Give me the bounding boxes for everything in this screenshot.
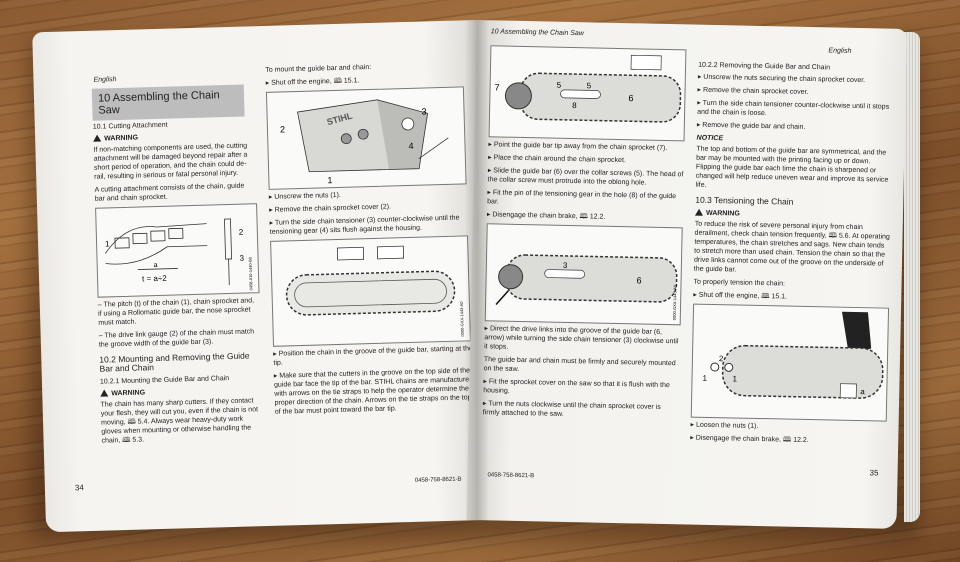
tensioning-diagram: 2 1 1 a xyxy=(702,311,884,399)
footer-code-left: 0458-758-8621-B xyxy=(414,476,462,484)
step-remove-sprocket-cover: Remove the chain sprocket cover. xyxy=(697,86,893,99)
pitch-note: The pitch (t) of the chain (1), chain sp… xyxy=(98,296,259,327)
page-number-right: 35 xyxy=(869,468,879,478)
step-fit-pin: Fit the pin of the tensioning gear in th… xyxy=(487,188,683,210)
chain-on-bar-diagram: 0000-GXX-1443-A0 xyxy=(285,245,465,337)
fig-r1-label-7: 7 xyxy=(494,82,499,92)
warning-label-3: WARNING xyxy=(705,209,740,218)
fig-r3-label-2: 2 xyxy=(719,354,724,363)
fig-r2-label-6: 6 xyxy=(636,275,641,285)
step-fit-sprocket-cover: Fit the sprocket cover on the saw so tha… xyxy=(483,377,679,399)
right-column-1: 7 5 5 6 8 Point the guide bar tip away f… xyxy=(483,42,687,425)
step-place-chain: Place the chain around the chain sprocke… xyxy=(488,153,684,166)
firmly-mounted-note: The guide bar and chain must be firmly a… xyxy=(483,356,676,373)
sprocket-cover-diagram: STIHL 2 3 4 1 xyxy=(280,99,449,185)
section-10-2-2-title: 10.2.2 Removing the Guide Bar and Chain xyxy=(698,61,831,72)
right-page: 10 Assembling the Chain Saw English 7 5 … xyxy=(466,20,907,529)
step-unscrew-cover-nuts: Unscrew the nuts securing the chain spro… xyxy=(698,73,894,86)
fig-label-3: 3 xyxy=(239,254,244,263)
page-stack-edge xyxy=(904,32,920,522)
fig-label-2: 2 xyxy=(239,228,244,237)
fig-r2-code: 0000-GXX-1445-A0 xyxy=(672,284,678,320)
step-check-cutters: Make sure that the cutters in the groove… xyxy=(274,366,475,417)
section-10-2-1-title: 10.2.1 Mounting the Guide Bar and Chain xyxy=(99,375,230,386)
warning-label-2: WARNING xyxy=(111,389,146,398)
step-turn-tensioner-ccw: Turn the side chain tensioner counter-cl… xyxy=(697,99,893,121)
fig1-label-1: 1 xyxy=(327,175,332,185)
tensioning-figure: 2 1 1 a xyxy=(690,303,890,422)
step-position-chain: Position the chain in the groove of the … xyxy=(273,344,473,368)
fig-r3-label-1a: 1 xyxy=(702,374,707,383)
step-disengage-brake-2: Disengage the chain brake, 🕮 12.2. xyxy=(690,434,886,447)
step-slide-bar: Slide the guide bar (6) over the collar … xyxy=(488,166,684,188)
warning-text-3: To reduce the risk of severe personal in… xyxy=(693,220,890,274)
left-column-2: To mount the guide bar and chain: Shut o… xyxy=(265,60,475,420)
fig-r1-label-8: 8 xyxy=(572,101,577,110)
guide-bar-placement-figure: 7 5 5 6 8 xyxy=(488,45,687,142)
mount-lead: To mount the guide bar and chain: xyxy=(265,63,372,74)
fig-r1-label-5a: 5 xyxy=(557,81,562,90)
step-disengage-brake: Disengage the chain brake, 🕮 12.2. xyxy=(487,210,683,223)
tension-lead: To properly tension the chain: xyxy=(693,278,786,288)
section-10-1-title: 10.1 Cutting Attachment xyxy=(92,121,168,131)
left-header-language: English xyxy=(93,76,117,84)
fig1-label-2: 2 xyxy=(280,124,285,134)
chain-pitch-figure: 1 2 3 a t = a÷2 0458-010-1440-B0 xyxy=(95,203,260,298)
book-gutter xyxy=(465,20,489,520)
fig-r2-label-3: 3 xyxy=(563,261,568,270)
fig-r3-label-1b: 1 xyxy=(732,374,737,383)
right-column-2: 10.2.2 Removing the Guide Bar and Chain … xyxy=(690,57,894,451)
guide-bar-placement-diagram: 7 5 5 6 8 xyxy=(494,54,682,123)
warning-text-2: The chain has many sharp cutters. If the… xyxy=(100,397,259,445)
drive-links-figure: 3 6 0000-GXX-1445-A0 xyxy=(484,223,683,326)
cutting-attachment-intro: A cutting attachment consists of the cha… xyxy=(94,182,245,203)
step-loosen-nuts: Loosen the nuts (1). xyxy=(690,421,886,434)
section-10-2-title: 10.2 Mounting and Removing the Guide Bar… xyxy=(99,350,250,374)
section-10-3-title: 10.3 Tensioning the Chain xyxy=(695,194,794,207)
fig1-label-4: 4 xyxy=(408,141,413,151)
right-header-chapter: 10 Assembling the Chain Saw xyxy=(490,28,584,38)
footer-code-right: 0458-758-8621-B xyxy=(487,472,535,480)
step-direct-drive-links: Direct the drive links into the groove o… xyxy=(484,324,681,355)
fig-r1-label-5b: 5 xyxy=(587,81,592,90)
fig-r1-label-6: 6 xyxy=(628,93,633,103)
right-header-language: English xyxy=(828,47,852,55)
step-turn-nuts: Turn the nuts clockwise until the chain … xyxy=(483,399,679,421)
chain-on-bar-figure: 0000-GXX-1443-A0 xyxy=(270,235,471,347)
step-turn-tensioner: Turn the side chain tensioner (3) counte… xyxy=(269,213,469,237)
left-column-1: 10.1 Cutting Attachment WARNING If non-m… xyxy=(93,114,262,449)
left-page: English 10 Assembling the Chain Saw 10.1… xyxy=(32,20,491,533)
warning-triangle-icon xyxy=(694,208,704,216)
chain-pitch-diagram: 1 2 3 a t = a÷2 0458-010-1440-B0 xyxy=(105,218,254,290)
step-remove-cover: Remove the chain sprocket cover (2). xyxy=(269,200,469,215)
warning-triangle-icon xyxy=(100,389,109,397)
warning-triangle-icon xyxy=(93,134,102,142)
fig1-label-3: 3 xyxy=(421,106,426,116)
notice-text: The top and bottom of the guide bar are … xyxy=(695,145,889,189)
warning-text: If non-matching components are used, the… xyxy=(93,142,248,181)
fig-label-a: a xyxy=(154,262,158,269)
step-shut-off-engine: Shut off the engine, 🕮 15.1. xyxy=(266,73,466,88)
drive-links-diagram: 3 6 0000-GXX-1445-A0 xyxy=(495,254,678,320)
step-shut-off-engine-2: Shut off the engine, 🕮 15.1. xyxy=(693,291,889,304)
fig-code: 0458-010-1440-B0 xyxy=(248,256,254,290)
step-remove-bar-chain: Remove the guide bar and chain. xyxy=(697,121,893,134)
gauge-note: The drive link gauge (2) of the chain mu… xyxy=(99,327,259,349)
warning-label: WARNING xyxy=(104,134,139,143)
open-manual: English 10 Assembling the Chain Saw 10.1… xyxy=(20,20,922,536)
fig-r3-label-a: a xyxy=(860,387,865,396)
step-point-bar-tip: Point the guide bar tip away from the ch… xyxy=(488,140,684,153)
page-number-left: 34 xyxy=(74,483,84,493)
sprocket-cover-figure: STIHL 2 3 4 1 xyxy=(265,86,467,190)
fig2-code: 0000-GXX-1443-A0 xyxy=(459,301,465,337)
fig-label-pitch: t = a÷2 xyxy=(142,274,167,284)
fig-label-1: 1 xyxy=(105,239,110,248)
